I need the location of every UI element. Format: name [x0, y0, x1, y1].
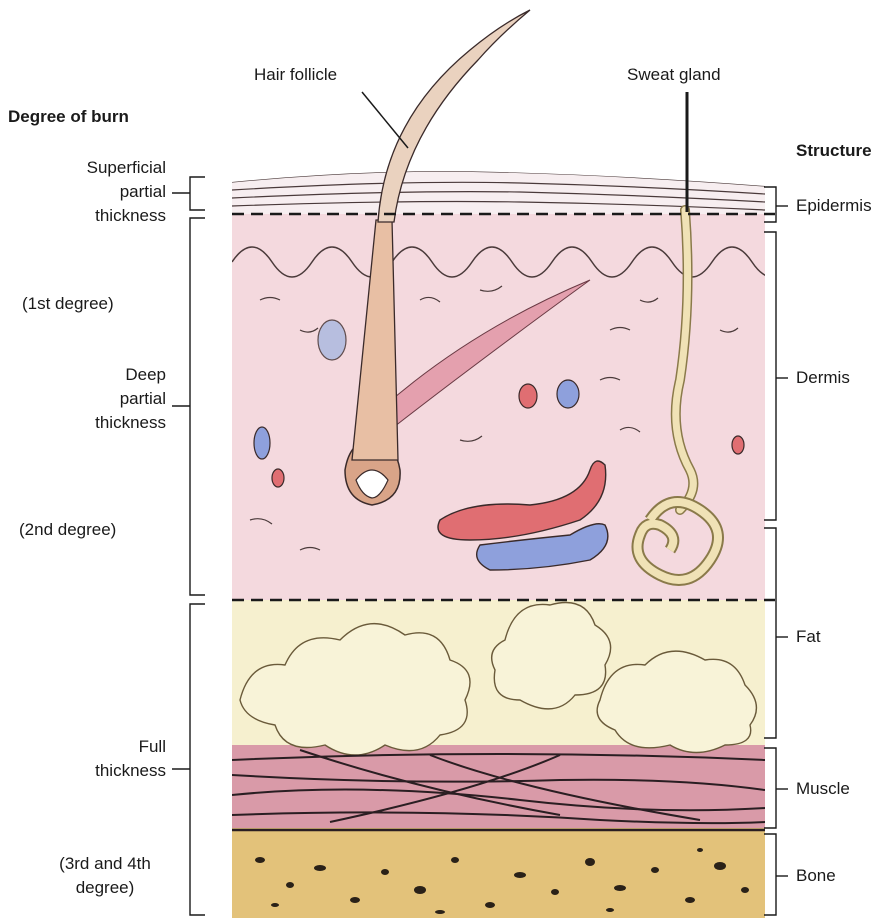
hair-follicle-leader — [362, 92, 408, 148]
bracket-fat — [764, 528, 776, 738]
structure-bone-label: Bone — [796, 864, 836, 888]
structure-muscle-label: Muscle — [796, 777, 850, 801]
bracket-dermis — [764, 232, 776, 520]
bone-layer — [232, 828, 765, 920]
full-thickness-label: Full thickness — [10, 735, 166, 783]
structure-epidermis-label: Epidermis — [796, 194, 872, 218]
bracket-muscle — [764, 748, 776, 828]
bracket-superficial — [190, 177, 205, 210]
first-degree-label: (1st degree) — [22, 292, 114, 316]
superficial-partial-label: Superficial partial thickness — [10, 156, 166, 228]
hair-follicle-label: Hair follicle — [254, 63, 337, 87]
second-degree-label: (2nd degree) — [19, 518, 116, 542]
bracket-deep-partial — [190, 218, 205, 595]
structure-heading: Structure — [796, 139, 872, 163]
sweat-gland-label: Sweat gland — [627, 63, 721, 87]
bracket-full-thickness — [190, 604, 205, 915]
third-fourth-degree-label: (3rd and 4th degree) — [30, 852, 180, 900]
deep-partial-label: Deep partial thickness — [10, 363, 166, 435]
degree-of-burn-heading: Degree of burn — [8, 105, 129, 129]
bracket-epidermis — [764, 187, 776, 222]
structure-dermis-label: Dermis — [796, 366, 850, 390]
bracket-bone — [764, 834, 776, 915]
structure-fat-label: Fat — [796, 625, 821, 649]
